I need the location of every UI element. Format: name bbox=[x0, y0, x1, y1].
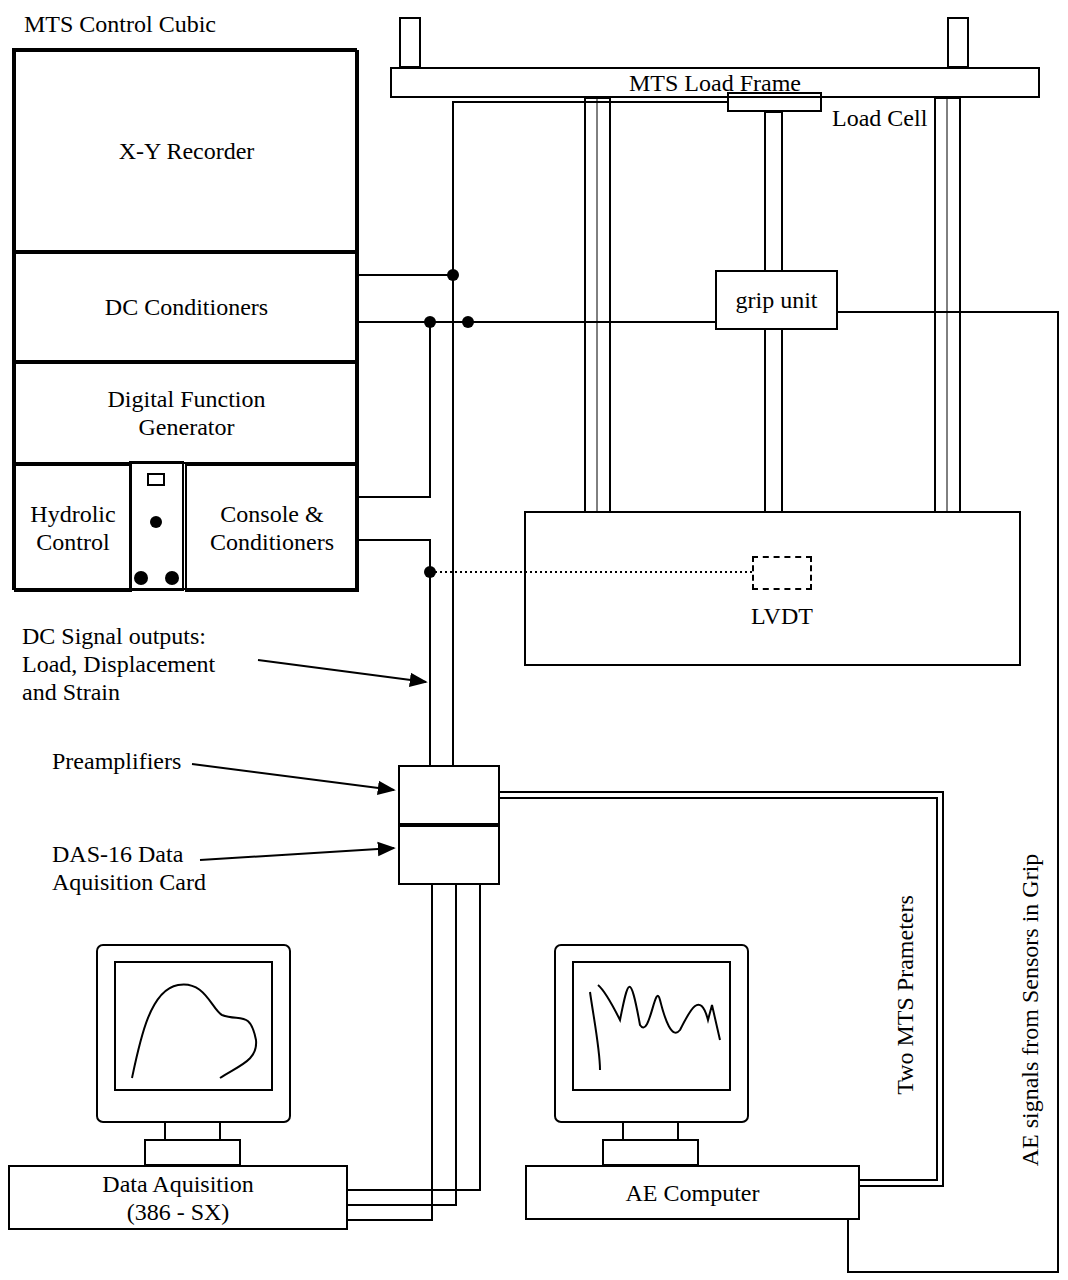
node-text: AE Computer bbox=[626, 1179, 760, 1207]
annotation-label: AE signals from Sensors in Grip bbox=[1016, 852, 1044, 1169]
signal-wire bbox=[359, 540, 430, 765]
frame-base bbox=[525, 512, 1020, 665]
node-text: X-Y Recorder bbox=[119, 137, 255, 165]
node-text: Data Aquisition (386 - SX) bbox=[80, 1170, 276, 1226]
node-box: DAS-16 Data Aquisition Card bbox=[398, 825, 500, 885]
wire-path bbox=[359, 322, 715, 497]
node-box: Digital Function Generator bbox=[14, 362, 359, 464]
node-box: Hydrolic Control bbox=[14, 464, 132, 592]
node-text: DC Conditioners bbox=[105, 293, 268, 321]
node-text: Preamplifiers bbox=[52, 747, 181, 775]
monitor-stand bbox=[165, 1122, 220, 1140]
node-text: Console & Conditioners bbox=[191, 500, 353, 556]
node-box: Console & Conditioners bbox=[185, 464, 359, 592]
wire-path bbox=[359, 275, 453, 765]
node-text: Load Cell bbox=[832, 104, 927, 132]
frame-column bbox=[935, 98, 960, 512]
signal-wire bbox=[348, 885, 480, 1220]
wire-path bbox=[500, 798, 937, 1180]
knob bbox=[165, 571, 179, 585]
signal-wire bbox=[359, 275, 453, 765]
signal-wire bbox=[430, 572, 752, 765]
monitor bbox=[97, 945, 290, 1122]
node-text: Hydrolic Control bbox=[20, 500, 126, 556]
ae-signal-trace bbox=[590, 985, 720, 1070]
node-text: Digital Function Generator bbox=[86, 385, 287, 441]
monitor-stand bbox=[603, 1140, 698, 1165]
node-box: MTS Control CubicX-Y RecorderDC Conditio… bbox=[12, 48, 357, 590]
signal-wire bbox=[500, 792, 943, 1186]
signal-wire bbox=[359, 322, 715, 497]
monitor-screen bbox=[573, 962, 730, 1090]
monitor-stand bbox=[623, 1122, 678, 1140]
frame-post-top bbox=[948, 18, 968, 67]
leader-arrow bbox=[200, 848, 394, 860]
node-box: DC Conditioners bbox=[14, 252, 359, 362]
frame-column bbox=[585, 98, 610, 512]
annotation-label: Two MTS Prameters bbox=[891, 893, 919, 1097]
frame-post-top bbox=[400, 18, 420, 67]
wire-path bbox=[838, 312, 1058, 1272]
node-box: Load Cell bbox=[727, 92, 822, 112]
switch bbox=[148, 474, 164, 485]
leader-arrow bbox=[192, 764, 394, 790]
node-text: DAS-16 Data Aquisition Card bbox=[52, 840, 252, 896]
node-text: grip unit bbox=[736, 286, 818, 314]
wire-path bbox=[348, 885, 456, 1205]
wire-path bbox=[453, 102, 727, 765]
node-box: MTS Load Frame bbox=[390, 67, 1040, 98]
signal-wire bbox=[838, 312, 1058, 1272]
annotation-label: DC Signal outputs: Load, Displacement an… bbox=[22, 622, 252, 706]
column-line bbox=[597, 98, 598, 512]
node-box: LVDT bbox=[752, 556, 812, 590]
switch-panel bbox=[130, 462, 183, 590]
node-text: MTS Control Cubic bbox=[24, 10, 216, 38]
monitor-stand bbox=[145, 1140, 240, 1165]
node-box: Data Aquisition (386 - SX) bbox=[8, 1165, 348, 1230]
wire-path bbox=[348, 885, 432, 1220]
node-box: AE Computer bbox=[525, 1165, 860, 1220]
node-text: LVDT bbox=[751, 602, 813, 630]
node-box: Preamplifiers bbox=[398, 765, 500, 825]
node-box: grip unit bbox=[715, 270, 838, 330]
monitor-screen bbox=[115, 962, 272, 1090]
knob bbox=[134, 571, 148, 585]
knob bbox=[150, 516, 162, 528]
wire-path bbox=[359, 540, 430, 765]
node-box: X-Y Recorder bbox=[14, 50, 359, 252]
wire-path bbox=[500, 792, 943, 1186]
plot-curve bbox=[132, 984, 256, 1078]
monitor bbox=[555, 945, 748, 1122]
leader-arrow bbox=[258, 660, 426, 682]
wire-path bbox=[430, 572, 752, 765]
wire-path bbox=[348, 885, 480, 1190]
signal-wire bbox=[453, 102, 727, 765]
column-line bbox=[947, 98, 948, 512]
